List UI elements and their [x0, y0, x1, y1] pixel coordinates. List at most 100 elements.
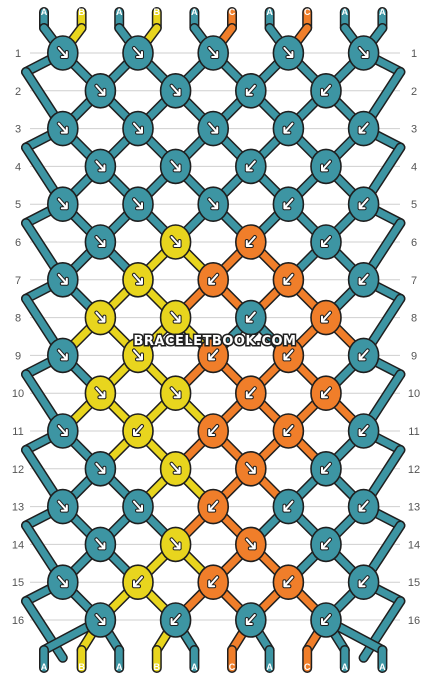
knot-arrow-icon [95, 84, 106, 96]
watermark-text: BRACELETBOOK.COM [134, 334, 297, 349]
knot [122, 110, 154, 147]
knot [310, 602, 342, 638]
knot [235, 526, 267, 563]
knot [272, 186, 305, 222]
knot [84, 224, 117, 260]
knot-arrow-icon [358, 425, 369, 436]
knot-arrow-icon [208, 47, 219, 58]
knot [235, 224, 267, 260]
knot-arrow-icon [283, 47, 294, 58]
knot [159, 450, 192, 487]
knot [347, 488, 380, 525]
thread-label-top: B [154, 7, 161, 17]
row-label-left: 16 [12, 615, 24, 627]
thread-label-top: C [304, 7, 311, 17]
knot-arrow-icon [283, 122, 294, 134]
knot [122, 35, 154, 71]
row-label-left: 5 [15, 199, 21, 211]
knot-arrow-icon [57, 273, 68, 285]
row-label-right: 15 [408, 577, 420, 589]
knot [347, 413, 380, 449]
knot [197, 564, 229, 601]
knot-arrow-icon [358, 576, 369, 588]
row-label-right: 4 [411, 161, 417, 173]
knot [272, 337, 305, 374]
thread-label-bottom: A [191, 662, 198, 672]
knot-arrow-icon [208, 273, 219, 285]
knot [347, 186, 380, 222]
knot [84, 375, 117, 412]
knot [235, 375, 267, 412]
knot [310, 526, 342, 563]
row-label-left: 12 [12, 464, 24, 476]
knot-arrow-icon [57, 349, 68, 361]
thread-label-bottom: B [78, 662, 85, 672]
knot [84, 73, 117, 109]
knot-arrow-icon [170, 160, 181, 172]
knot [347, 261, 380, 298]
knot [159, 299, 192, 336]
knot [46, 564, 79, 601]
thread-label-top: A [266, 7, 273, 17]
knot [197, 261, 229, 298]
knot [272, 413, 305, 449]
knot-arrow-icon [283, 349, 294, 361]
knot-arrow-icon [95, 538, 106, 550]
row-label-right: 7 [411, 275, 417, 287]
knot-arrow-icon [208, 500, 219, 512]
knot-arrow-icon [321, 462, 331, 474]
knot-arrow-icon [283, 500, 294, 512]
knot [122, 337, 154, 374]
thread-label-bottom: A [266, 662, 273, 672]
knot [197, 413, 229, 449]
thread-label-top: A [379, 7, 386, 17]
knot [310, 148, 342, 185]
row-label-right: 10 [408, 388, 420, 400]
knot-arrow-icon [321, 160, 331, 172]
row-label-left: 3 [15, 124, 21, 136]
knot [310, 375, 342, 412]
knot [46, 413, 79, 449]
thread-label-bottom: A [116, 662, 123, 672]
knot-arrow-icon [321, 387, 331, 399]
knot [46, 337, 79, 374]
row-label-left: 14 [12, 539, 24, 551]
thread-label-top: B [78, 7, 85, 17]
knot [347, 337, 380, 374]
knot [122, 413, 154, 449]
knot [46, 186, 79, 222]
knot-arrow-icon [358, 500, 369, 512]
knot [197, 110, 229, 147]
knot-arrow-icon [133, 198, 143, 210]
knot [159, 148, 192, 185]
row-label-right: 12 [408, 464, 420, 476]
row-label-right: 11 [408, 426, 419, 438]
knot [159, 526, 192, 563]
thread-label-bottom: A [41, 662, 48, 672]
knot [46, 110, 79, 147]
thread-label-bottom: B [154, 662, 161, 672]
knot [235, 148, 267, 185]
knot [122, 261, 154, 298]
knot-arrow-icon [358, 349, 369, 361]
knot [159, 73, 192, 109]
knot-arrow-icon [358, 122, 369, 134]
knot-arrow-icon [133, 425, 143, 436]
knot [235, 299, 267, 336]
thread-label-bottom: C [304, 662, 311, 672]
knot [235, 450, 267, 487]
knot [272, 35, 305, 71]
thread-label-top: A [41, 7, 48, 17]
knot [347, 564, 380, 601]
knot [159, 375, 192, 412]
row-label-left: 6 [15, 237, 21, 249]
knot-arrow-icon [245, 160, 256, 172]
knot-arrow-icon [208, 349, 219, 361]
row-label-left: 10 [12, 388, 24, 400]
row-label-left: 13 [12, 502, 24, 514]
knot-arrow-icon [95, 387, 106, 399]
knot [122, 488, 154, 525]
knot-arrow-icon [170, 614, 181, 625]
thread-label-bottom: A [379, 662, 386, 672]
row-label-right: 14 [408, 539, 420, 551]
